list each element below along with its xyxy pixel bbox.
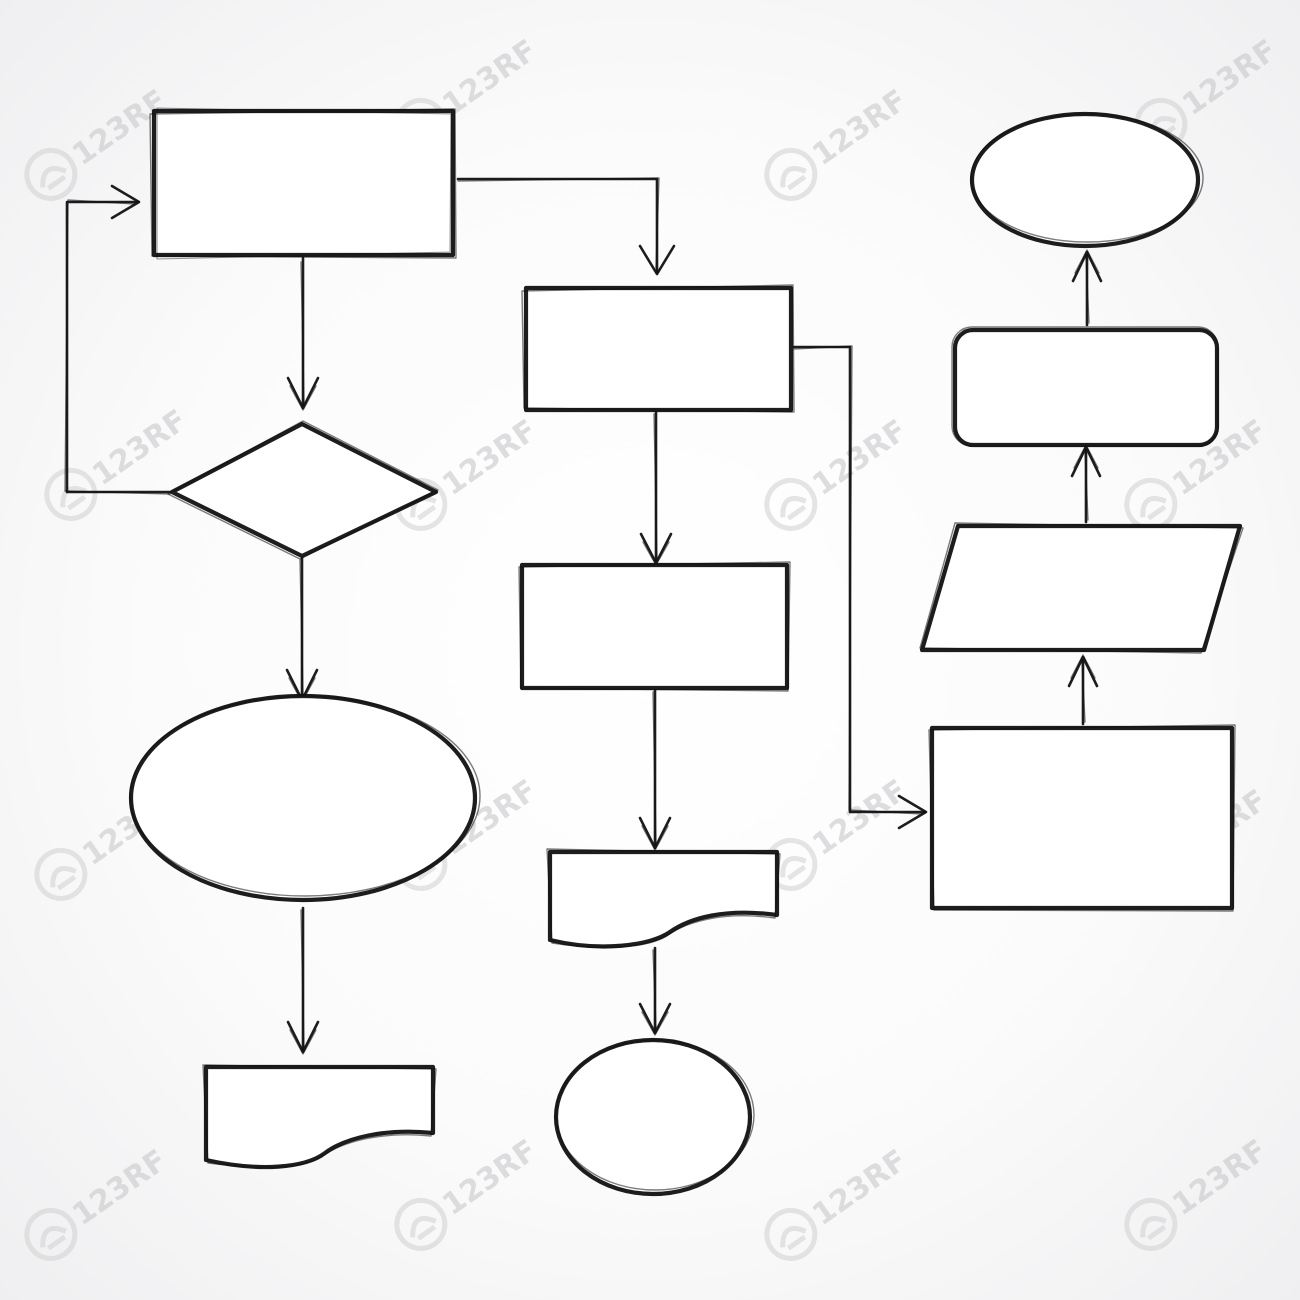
rounded-box-right	[951, 326, 1220, 448]
watermark-stamp: 123RF	[17, 1143, 173, 1268]
watermark-stamp: 123RF	[387, 413, 543, 538]
watermark-stamp: 123RF	[757, 83, 913, 208]
arrow-ellipse-to-document	[286, 906, 320, 1055]
process-box-mid-2	[518, 561, 791, 692]
watermark-text: 123RF	[436, 1133, 543, 1223]
decision-diamond	[167, 420, 439, 560]
watermark-stamp: 123RF	[387, 1133, 543, 1258]
arrow-mid1-to-mid2	[639, 410, 673, 566]
watermark-stamp: 123RF	[1117, 1133, 1273, 1258]
watermark-text: 123RF	[806, 773, 913, 863]
arrow-loop-back	[64, 184, 172, 495]
watermark-stamp: 123RF	[757, 773, 913, 898]
document-left	[202, 1064, 437, 1170]
watermark-text: 123RF	[806, 1143, 913, 1233]
watermark-text: 123RF	[66, 1143, 173, 1233]
arrow-rounded-to-terminal	[1071, 249, 1103, 327]
arrow-document-to-circle	[638, 946, 672, 1036]
arrow-decision-to-ellipse	[285, 556, 319, 703]
arrow-mid-to-right	[792, 345, 928, 830]
arrow-right-to-data	[1067, 654, 1099, 726]
watermark-stamp: 123RF	[757, 413, 913, 538]
watermark-stamp: 123RF	[37, 403, 193, 528]
circle-mid	[553, 1037, 755, 1197]
watermark-text: 123RF	[86, 403, 193, 493]
process-box-top	[149, 107, 457, 260]
watermark-text: 123RF	[436, 413, 543, 503]
arrow-data-to-rounded	[1070, 444, 1102, 524]
watermark-text: 123RF	[1176, 33, 1283, 123]
data-parallelogram	[919, 522, 1244, 654]
arrow-top-to-decision	[286, 256, 320, 411]
ellipse-left	[128, 693, 481, 903]
watermark-stamp: 123RF	[757, 1143, 913, 1268]
watermark-text: 123RF	[806, 83, 913, 173]
watermark-text: 123RF	[806, 413, 913, 503]
terminal-ellipse-right	[969, 111, 1204, 249]
process-box-right	[928, 724, 1236, 912]
watermark-text: 123RF	[1166, 1133, 1273, 1223]
arrow-top-to-mid	[456, 177, 676, 276]
document-mid	[546, 848, 781, 949]
arrow-mid2-to-document	[638, 688, 672, 851]
process-box-mid-1	[521, 284, 795, 413]
